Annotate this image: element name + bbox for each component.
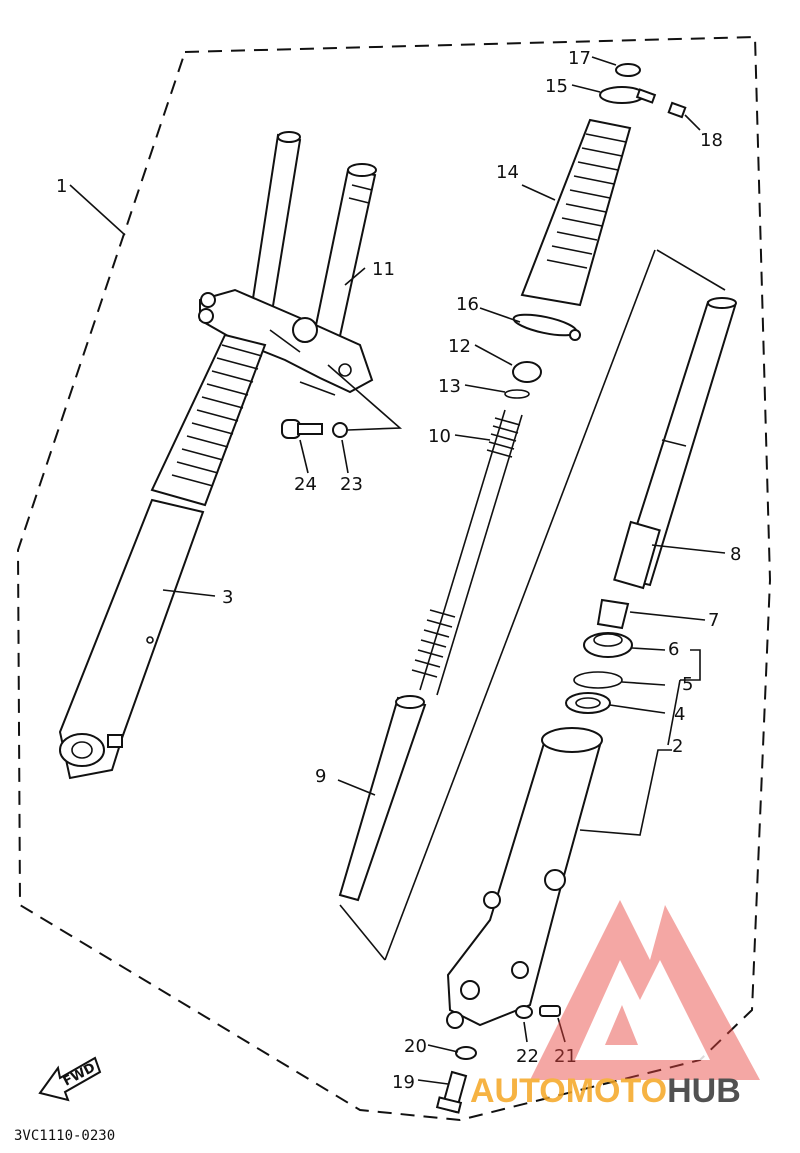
watermark-word-auto: AUTO xyxy=(470,1072,566,1110)
callout-6: 6 xyxy=(668,639,679,660)
callout-10: 10 xyxy=(428,426,451,447)
upper-spring-coils xyxy=(486,417,521,458)
callout-11: 11 xyxy=(372,259,395,280)
lower-spring-coils xyxy=(411,609,456,678)
upper-boot-ribs xyxy=(546,133,627,269)
callout-14: 14 xyxy=(496,162,519,183)
watermark-logo-icon xyxy=(530,900,760,1080)
callout-1: 1 xyxy=(56,176,67,197)
callout-8: 8 xyxy=(730,544,741,565)
watermark-word-hub: HUB xyxy=(667,1072,741,1110)
callout-7: 7 xyxy=(708,610,719,631)
callout-23: 23 xyxy=(340,474,363,495)
assembled-fork-leg xyxy=(58,131,377,780)
callout-19: 19 xyxy=(392,1072,415,1093)
outer-tube-assembly xyxy=(435,297,737,1114)
callout-20: 20 xyxy=(404,1036,427,1057)
damper-assembly xyxy=(338,63,687,902)
callout-15: 15 xyxy=(545,76,568,97)
callout-16: 16 xyxy=(456,294,479,315)
callout-5: 5 xyxy=(682,674,693,695)
bolt-and-washer xyxy=(281,419,348,439)
callout-9: 9 xyxy=(315,766,326,787)
callout-3: 3 xyxy=(222,587,233,608)
watermark-word-moto: MOTO xyxy=(566,1072,667,1110)
diagram-code: 3VC1110-0230 xyxy=(14,1128,115,1144)
callout-4: 4 xyxy=(674,704,685,725)
callout-17: 17 xyxy=(568,48,591,69)
callout-2: 2 xyxy=(672,736,683,757)
fwd-label: FWD xyxy=(61,1060,98,1089)
watermark-text: AUTOMOTOHUB xyxy=(470,1072,741,1110)
callout-18: 18 xyxy=(700,130,723,151)
boot-ribs xyxy=(171,344,263,487)
forward-direction-arrow: FWD xyxy=(38,1056,102,1102)
assembly-outline xyxy=(16,35,772,1122)
callout-12: 12 xyxy=(448,336,471,357)
callout-13: 13 xyxy=(438,376,461,397)
callout-24: 24 xyxy=(294,474,317,495)
callout-21: 21 xyxy=(554,1046,577,1067)
callout-22: 22 xyxy=(516,1046,539,1067)
leader-lines xyxy=(69,56,726,1085)
watermark: AUTOMOTOHUB xyxy=(470,900,760,1110)
callout-labels: 1 2 3 4 5 6 7 8 9 10 11 12 13 14 15 16 1… xyxy=(56,48,741,1093)
